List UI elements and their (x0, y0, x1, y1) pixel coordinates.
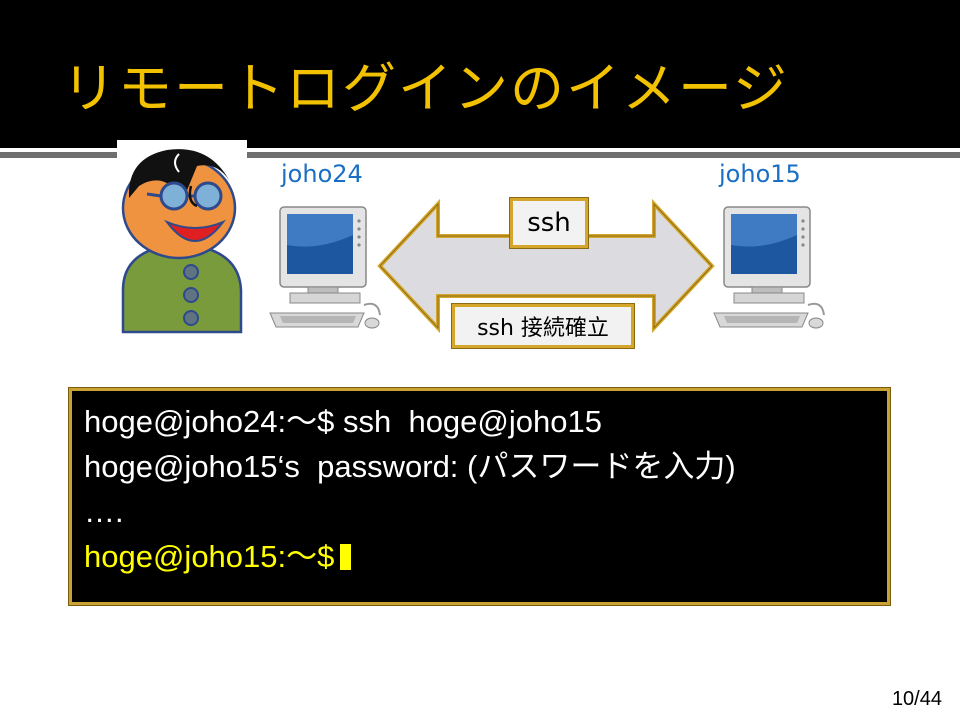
title-divider (0, 148, 960, 152)
terminal-cursor (340, 544, 352, 570)
left-host-label: joho24 (281, 160, 363, 188)
person-with-glasses-icon (117, 140, 247, 335)
page-number: 10/44 (891, 688, 942, 710)
ssh-connection-established-label: ssh 接続確立 (451, 303, 635, 349)
double-headed-arrow-icon (377, 198, 715, 334)
terminal-prompt: hoge@joho15:～$ (84, 539, 335, 574)
terminal-ellipsis-line: …. (84, 494, 124, 529)
slide-title: リモートログインのイメージ (62, 57, 789, 120)
terminal-prompt-line: hoge@joho15:～$ (84, 534, 887, 579)
title-divider-shadow (0, 152, 960, 158)
desktop-computer-icon (269, 206, 381, 329)
terminal-command-line: hoge@joho24:～$ ssh hoge@joho15 (84, 404, 602, 439)
right-host-label: joho15 (719, 160, 801, 188)
terminal-password-line: hoge@joho15‘s password: (パスワードを入力) (84, 449, 736, 484)
desktop-computer-icon (713, 206, 825, 329)
title-bar: リモートログインのイメージ (0, 0, 960, 148)
ssh-label: ssh (509, 197, 589, 249)
terminal-window: hoge@joho24:～$ ssh hoge@joho15 hoge@joho… (68, 387, 891, 606)
